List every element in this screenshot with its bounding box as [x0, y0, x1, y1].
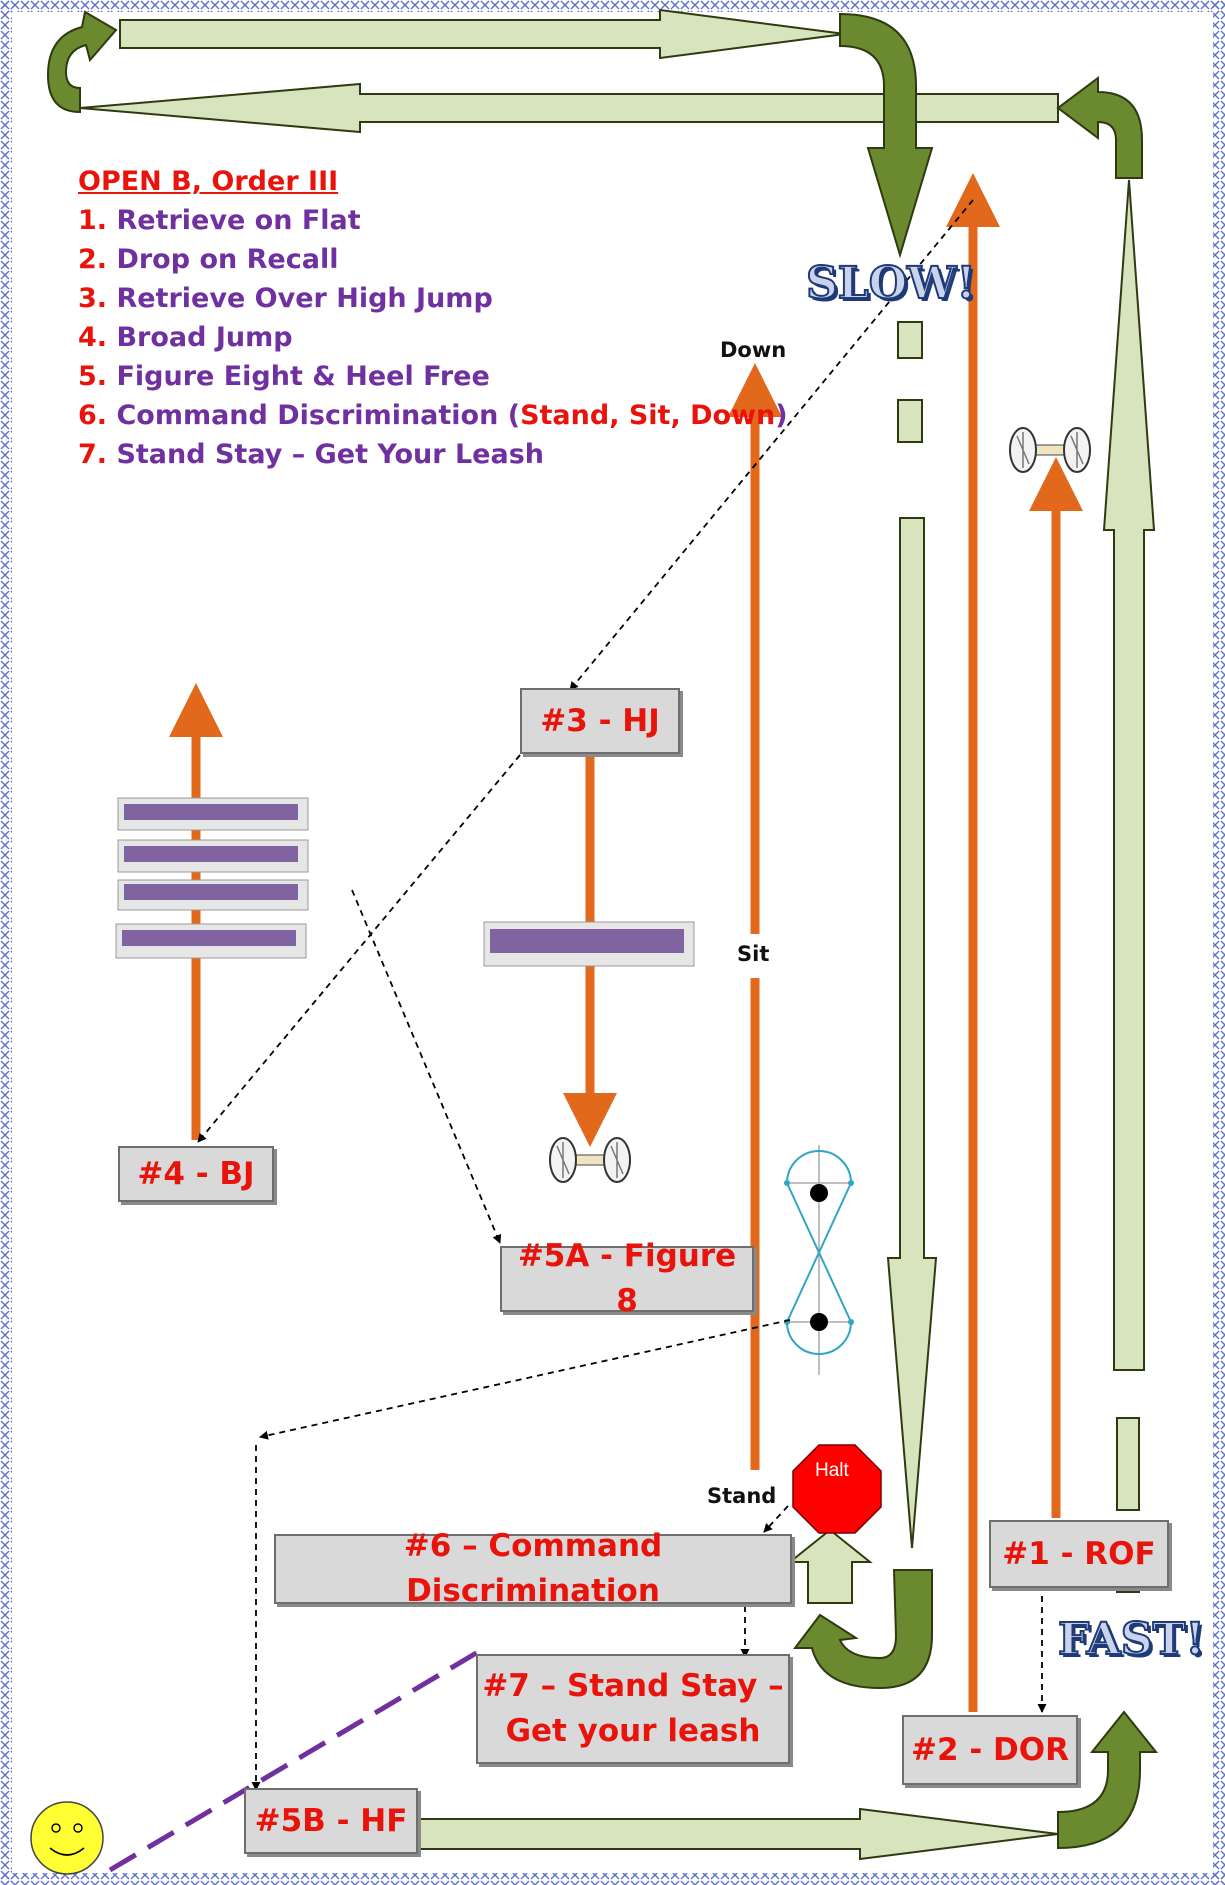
- stand-label: Stand: [707, 1484, 777, 1508]
- center-down-arrow: [886, 517, 938, 1549]
- center-dash-segment: [897, 321, 923, 359]
- down-label: Down: [720, 338, 787, 362]
- legend-title: OPEN B, Order III: [78, 166, 339, 197]
- station-rof: #1 - ROF: [989, 1520, 1169, 1588]
- top-left-arrow: [79, 82, 1059, 134]
- right-dash-segment: [1116, 1417, 1140, 1511]
- legend-item: 4. Broad Jump: [78, 322, 293, 353]
- top-right-arrow: [119, 8, 846, 60]
- station-stand-stay-line2: Get your leash: [505, 1713, 761, 1749]
- right-top-u-turn-arrow: [1056, 76, 1143, 179]
- dumbbell-icon: [1009, 427, 1091, 473]
- legend-item: 2. Drop on Recall: [78, 244, 339, 275]
- slow-label: SLOW!: [805, 257, 977, 310]
- legend-item: 5. Figure Eight & Heel Free: [78, 361, 490, 392]
- bottom-u-turn-arrow: [792, 1569, 933, 1690]
- legend-item: 6. Command Discrimination (Stand, Sit, D…: [78, 400, 788, 431]
- bottom-right-arrow: [417, 1807, 1059, 1861]
- station-stand-stay-line1: #7 – Stand Stay –: [482, 1668, 784, 1704]
- station-figure-8: #5A - Figure 8: [500, 1238, 754, 1319]
- station-hf: #5B - HF: [244, 1788, 418, 1854]
- right-up-arrow-upper: [1102, 179, 1156, 1371]
- bottom-right-u-turn-arrow: [1057, 1710, 1159, 1850]
- high-jump-board: [483, 921, 695, 967]
- legend-item: 7. Stand Stay – Get Your Leash: [78, 439, 544, 470]
- up-arrow-near-halt: [787, 1528, 873, 1604]
- station-stand-stay: #7 – Stand Stay – Get your leash: [476, 1654, 790, 1764]
- top-left-u-turn-arrow: [46, 10, 118, 114]
- station-command-discrimination: #6 – Command Discrimination: [274, 1528, 792, 1609]
- legend-item: 1. Retrieve on Flat: [78, 205, 361, 236]
- top-right-u-turn-arrow: [839, 12, 934, 259]
- halt-sign-icon: [792, 1444, 882, 1534]
- dashed-path: [197, 199, 1047, 1791]
- figure-eight-icon: [784, 1145, 854, 1375]
- dumbbell-icon: [549, 1137, 631, 1183]
- fast-label: FAST!: [1057, 1613, 1206, 1666]
- handler-smiley-icon: [30, 1801, 104, 1875]
- center-dash-segment: [897, 399, 923, 443]
- broad-jump-boards: [115, 797, 309, 959]
- station-bj: #4 - BJ: [118, 1146, 274, 1202]
- halt-label: Halt: [815, 1460, 849, 1481]
- legend-item: 3. Retrieve Over High Jump: [78, 283, 493, 314]
- sit-label: Sit: [737, 942, 770, 966]
- station-hj: #3 - HJ: [520, 688, 680, 754]
- exercise-legend: OPEN B, Order III 1. Retrieve on Flat 2.…: [78, 162, 788, 474]
- handler-path: [108, 1649, 480, 1873]
- station-dor: #2 - DOR: [902, 1715, 1078, 1785]
